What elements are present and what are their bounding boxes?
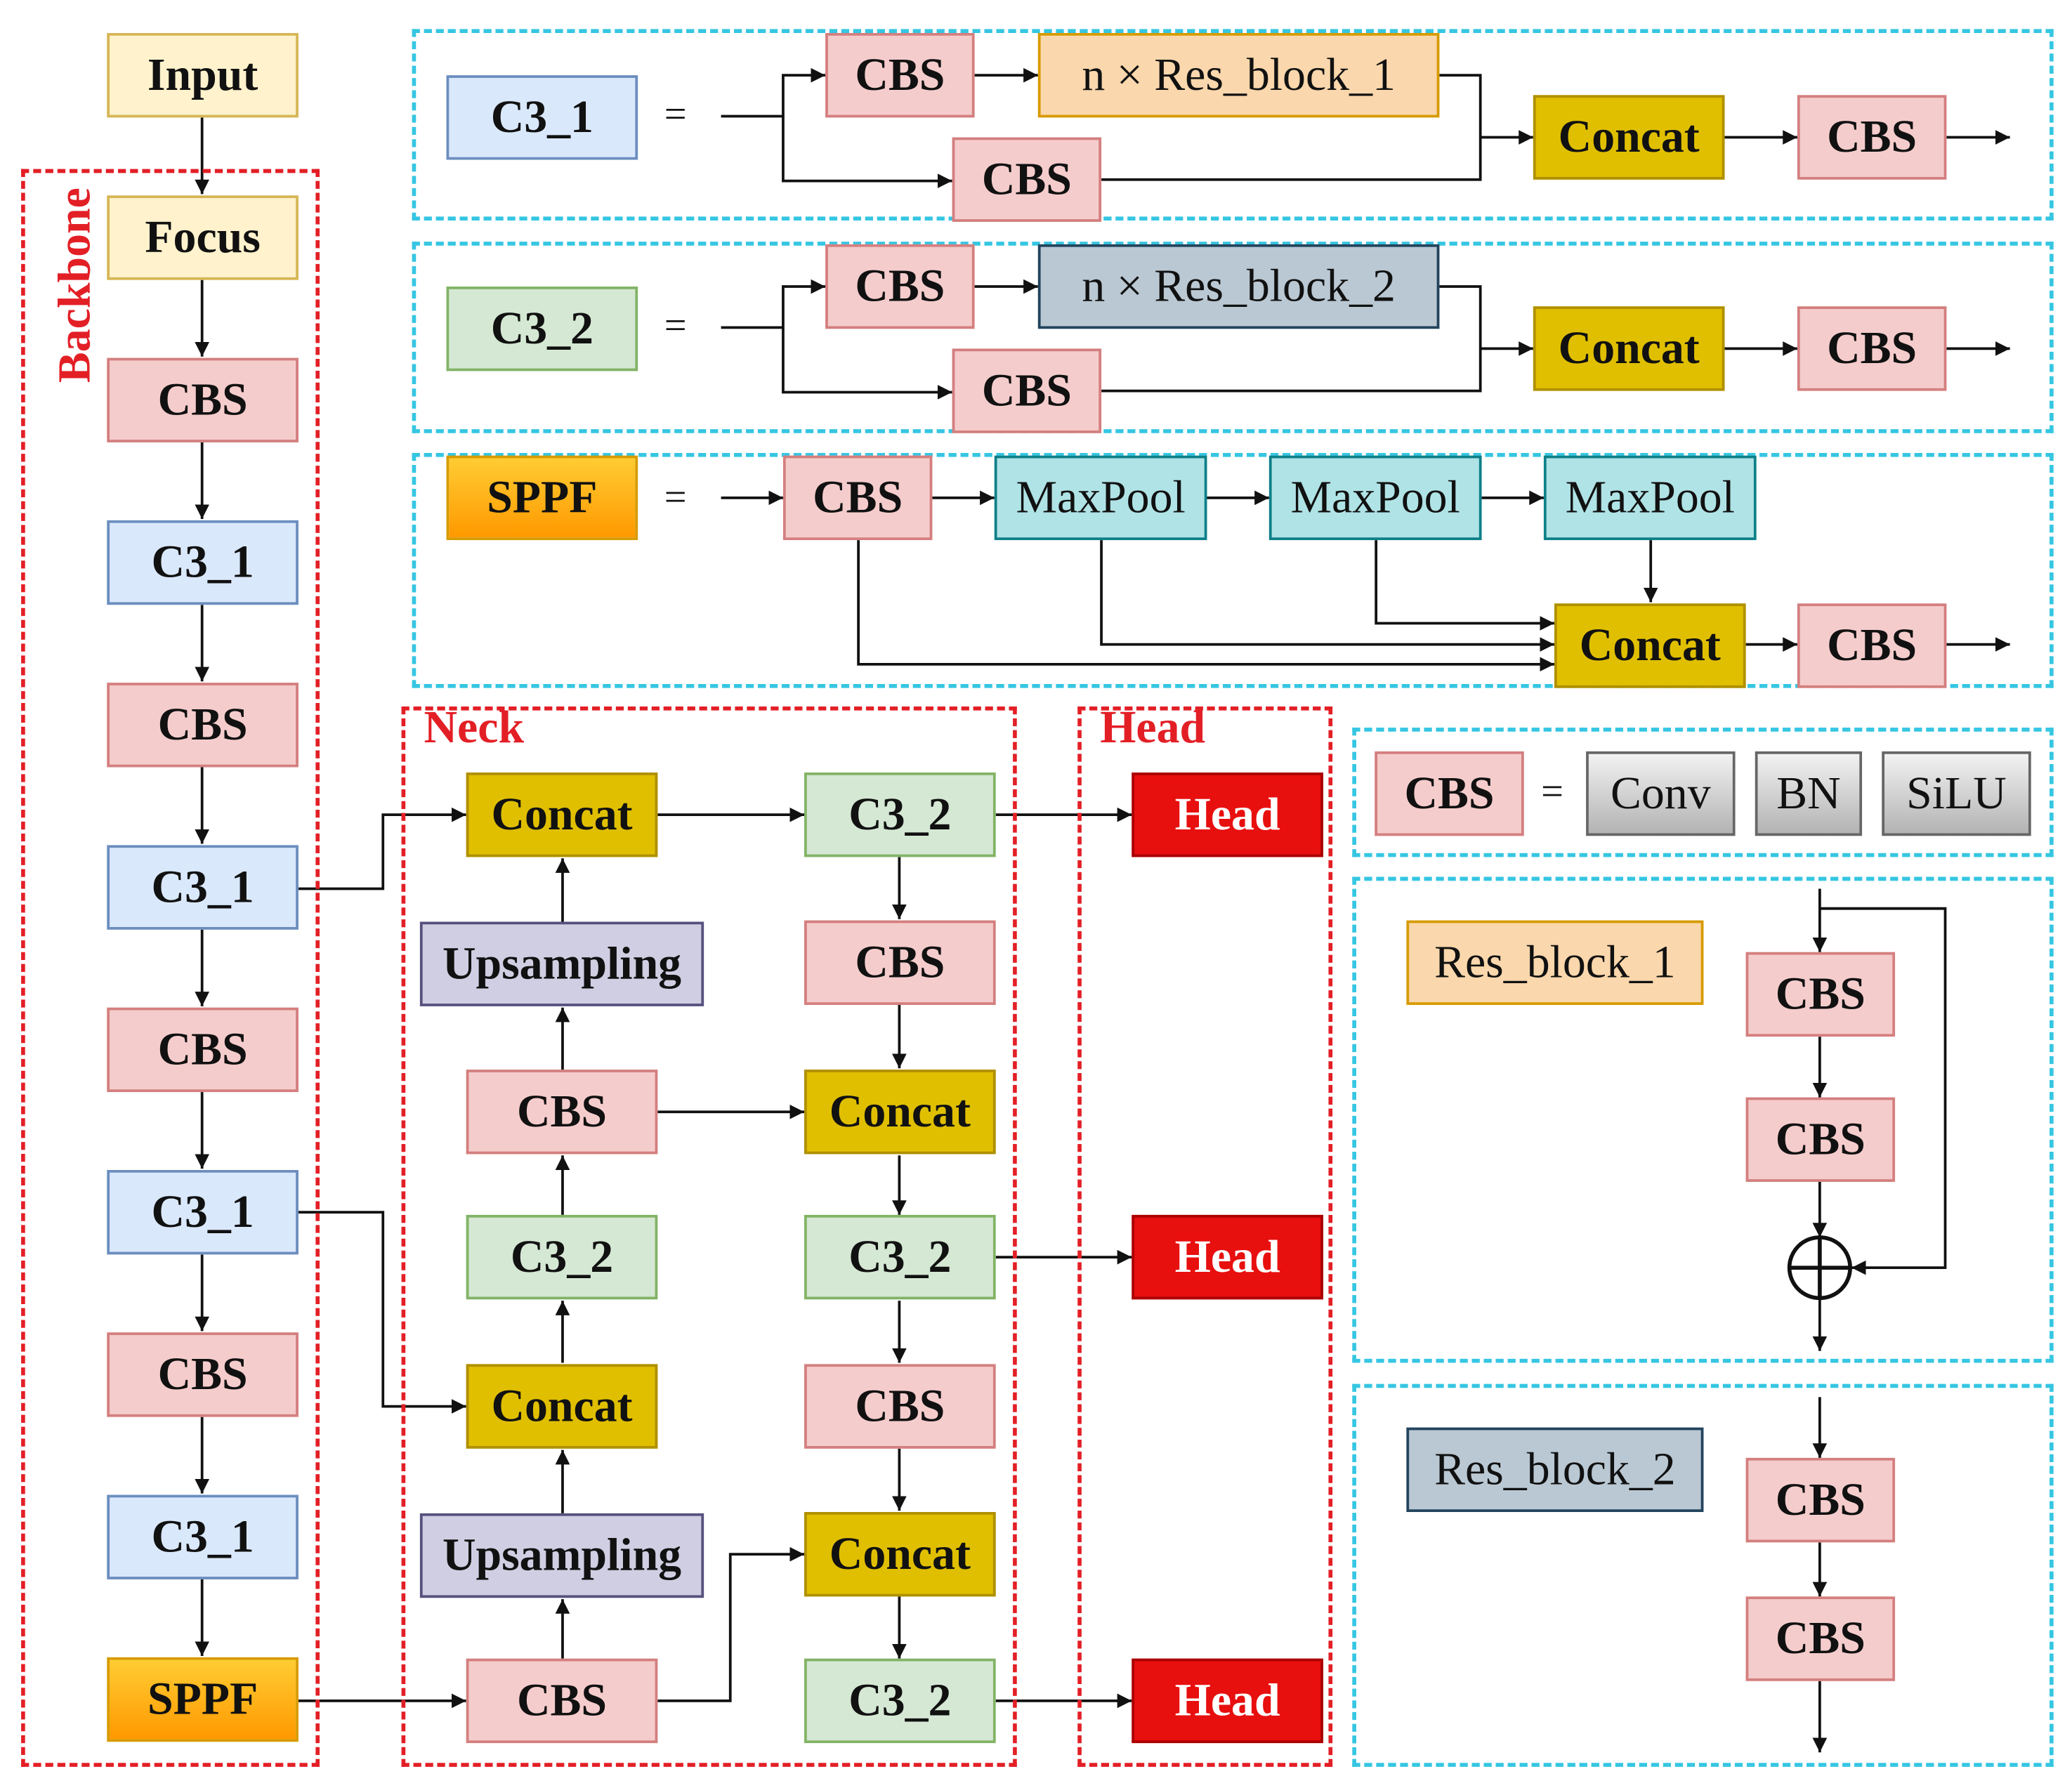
sppf-def-name-block: SPPF	[446, 455, 638, 541]
backbone-c3-1-block-4: C3_1	[107, 1494, 299, 1579]
neck-concat-block-3: Concat	[804, 1070, 996, 1155]
neck-c3-2-block-2: C3_2	[804, 1214, 996, 1300]
c3-2-def-cbs-top: CBS	[825, 244, 975, 329]
sppf-def-cbs-out: CBS	[1797, 603, 1947, 688]
head-block-3: Head	[1132, 1658, 1323, 1744]
c3-2-def-cbs-bottom: CBS	[952, 348, 1102, 433]
neck-concat-block-2: Concat	[466, 1364, 658, 1449]
c3-1-def-equals: =	[664, 92, 687, 136]
neck-upsampling-block-1: Upsampling	[419, 921, 704, 1006]
backbone-region	[21, 169, 320, 1767]
sppf-def-maxpool-3: MaxPool	[1543, 455, 1757, 541]
neck-cbs-block-4: CBS	[804, 1364, 996, 1449]
neck-cbs-block-3: CBS	[804, 920, 996, 1005]
backbone-label: Backbone	[48, 188, 100, 383]
backbone-focus-block: Focus	[107, 195, 299, 280]
c3-1-def-name-block: C3_1	[446, 75, 638, 160]
cbs-def-equals: =	[1541, 770, 1563, 814]
backbone-c3-1-block-2: C3_1	[107, 845, 299, 930]
c3-2-definition-panel	[412, 242, 2054, 433]
neck-concat-block-4: Concat	[804, 1512, 996, 1597]
c3-2-def-cbs-out: CBS	[1797, 306, 1947, 391]
neck-cbs-block-2: CBS	[466, 1658, 658, 1744]
head-block-2: Head	[1132, 1214, 1323, 1300]
head-block-1: Head	[1132, 773, 1323, 857]
backbone-c3-1-block-3: C3_1	[107, 1169, 299, 1255]
cbs-def-silu: SiLU	[1882, 751, 2031, 836]
neck-cbs-block-1: CBS	[466, 1070, 658, 1155]
neck-c3-2-block-3: C3_2	[804, 1658, 996, 1744]
sppf-def-concat: Concat	[1554, 603, 1746, 688]
backbone-input-block: Input	[107, 33, 299, 118]
res-block-1-name-block: Res_block_1	[1406, 920, 1704, 1005]
cbs-def-bn: BN	[1755, 751, 1863, 836]
neck-region	[401, 706, 1017, 1767]
neck-upsampling-block-2: Upsampling	[419, 1513, 704, 1598]
res-block-2-name-block: Res_block_2	[1406, 1427, 1704, 1513]
sppf-def-maxpool-2: MaxPool	[1268, 455, 1482, 541]
res-block-2-cbs-1: CBS	[1745, 1457, 1896, 1543]
res-block-1-cbs-2: CBS	[1745, 1097, 1896, 1182]
sppf-def-equals: =	[664, 475, 687, 519]
c3-2-def-name-block: C3_2	[446, 287, 638, 372]
c3-1-definition-panel	[412, 29, 2054, 221]
backbone-cbs-block-4: CBS	[107, 1332, 299, 1417]
c3-1-def-cbs-bottom: CBS	[952, 137, 1102, 222]
res-block-1-panel	[1352, 876, 2054, 1363]
backbone-cbs-block-1: CBS	[107, 357, 299, 442]
c3-2-def-concat: Concat	[1533, 306, 1725, 391]
c3-2-def-res-block: n × Res_block_2	[1037, 244, 1440, 329]
neck-label: Neck	[424, 701, 525, 753]
cbs-def-conv: Conv	[1586, 751, 1736, 836]
head-region	[1077, 706, 1333, 1767]
backbone-sppf-block: SPPF	[107, 1657, 299, 1742]
head-label: Head	[1100, 701, 1206, 753]
sppf-def-cbs: CBS	[782, 455, 933, 541]
c3-1-def-cbs-out: CBS	[1797, 95, 1947, 180]
neck-concat-block-1: Concat	[466, 773, 658, 857]
c3-1-def-res-block: n × Res_block_1	[1037, 33, 1440, 118]
backbone-c3-1-block-1: C3_1	[107, 520, 299, 605]
neck-c3-2-block-left: C3_2	[466, 1214, 658, 1300]
cbs-definition-panel	[1352, 728, 2054, 857]
res-block-2-panel	[1352, 1383, 2054, 1767]
sppf-def-maxpool-1: MaxPool	[994, 455, 1207, 541]
c3-2-def-equals: =	[664, 303, 687, 348]
c3-1-def-concat: Concat	[1533, 95, 1725, 180]
cbs-def-name-block: CBS	[1375, 751, 1524, 836]
neck-c3-2-block-1: C3_2	[804, 773, 996, 857]
backbone-cbs-block-2: CBS	[107, 683, 299, 768]
add-circle-icon	[1787, 1235, 1852, 1301]
res-block-2-cbs-2: CBS	[1745, 1596, 1896, 1681]
sppf-definition-panel	[412, 452, 2054, 688]
c3-1-def-cbs-top: CBS	[825, 33, 975, 118]
backbone-cbs-block-3: CBS	[107, 1007, 299, 1093]
res-block-1-cbs-1: CBS	[1745, 952, 1896, 1037]
